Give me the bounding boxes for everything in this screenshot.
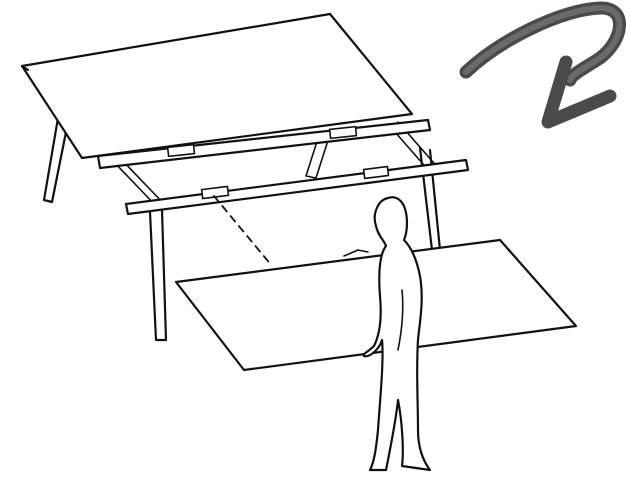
lower-crossbar <box>126 160 468 214</box>
front-legs <box>150 210 166 340</box>
dashed-guide-line <box>214 196 272 266</box>
curved-arrow-icon <box>466 8 620 122</box>
